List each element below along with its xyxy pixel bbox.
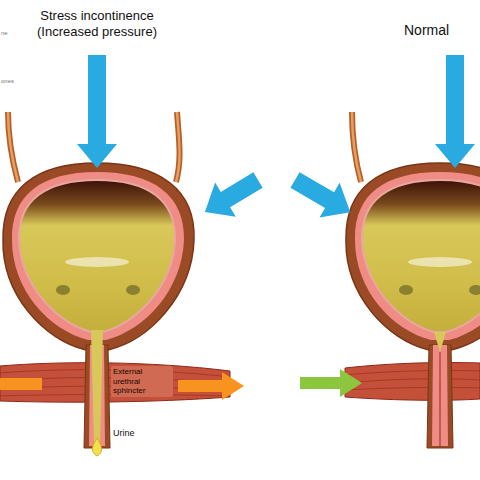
panel-title: Stress incontinence (Increased pressure)	[27, 8, 167, 39]
part-label: Urine	[113, 428, 135, 439]
panel-title: Normal	[404, 22, 449, 39]
cropped-text: ne	[1, 30, 8, 37]
part-label: External urethral sphincter	[111, 366, 173, 397]
cropped-text: ones	[1, 78, 14, 85]
